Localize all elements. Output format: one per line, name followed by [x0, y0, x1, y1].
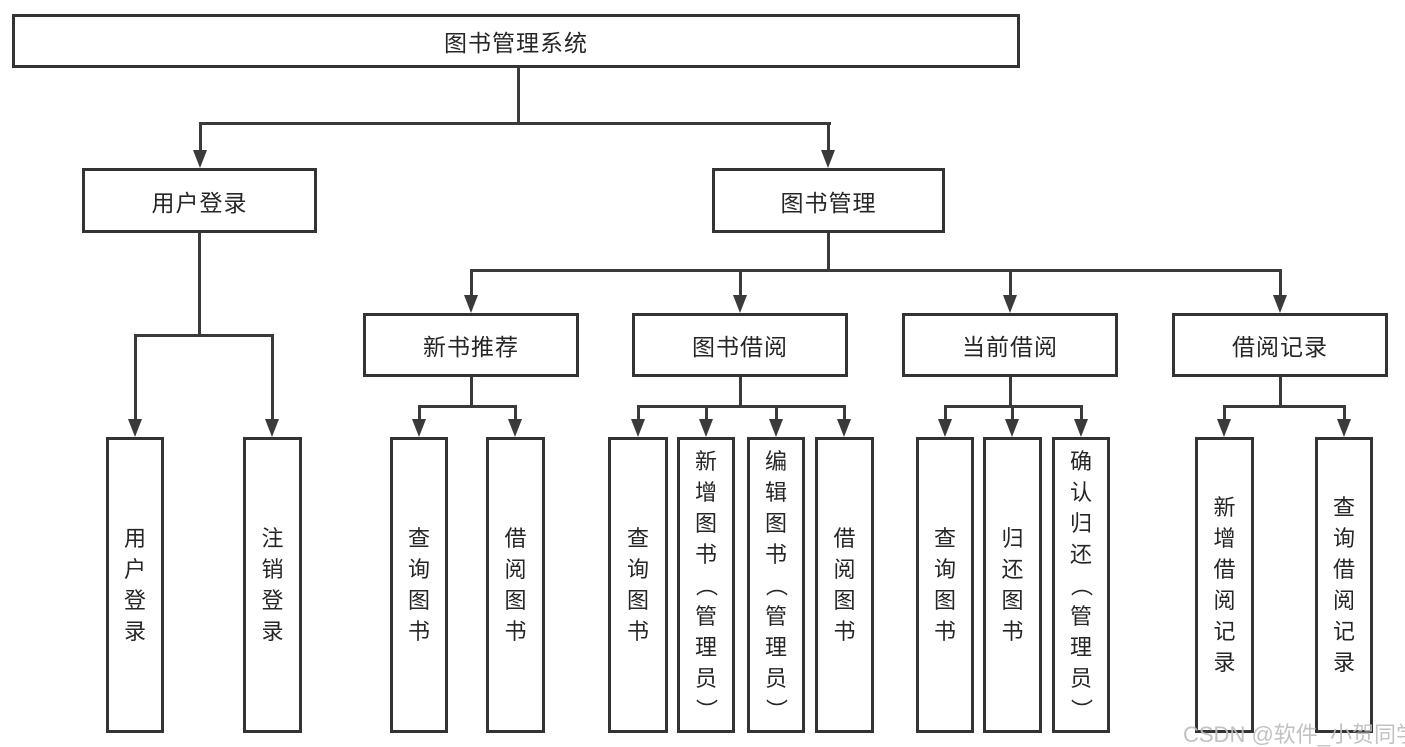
edge-arrowhead — [1005, 419, 1019, 437]
edge-arrowhead — [699, 419, 713, 437]
leaf-current-return-books: 归还图书 — [983, 437, 1042, 733]
edge-arrowhead — [631, 419, 645, 437]
edge-arrowhead — [1003, 295, 1017, 313]
node-book-borrowing: 图书借阅 — [632, 313, 848, 377]
edge-line — [1279, 269, 1282, 297]
node-user-login: 用户登录 — [82, 168, 317, 233]
edge-line — [134, 334, 137, 421]
edge-line — [827, 233, 830, 272]
edge-line — [514, 405, 517, 421]
node-label: 图书借阅 — [692, 334, 788, 360]
node-label: 图书管理系统 — [444, 30, 588, 56]
edge-line — [470, 269, 1282, 272]
edge-line — [1011, 405, 1014, 421]
edge-arrowhead — [193, 150, 207, 168]
edge-arrowhead — [412, 419, 426, 437]
leaf-borrowing-edit-books-admin: 编辑图书（管理员） — [747, 437, 805, 733]
edge-arrowhead — [265, 419, 279, 437]
edge-line — [198, 233, 201, 337]
edge-line — [199, 122, 831, 125]
edge-line — [739, 269, 742, 297]
edge-arrowhead — [1273, 295, 1287, 313]
edge-line — [470, 269, 473, 297]
edge-arrowhead — [938, 419, 952, 437]
node-label: 当前借阅 — [962, 334, 1058, 360]
leaf-user-login: 用户登录 — [106, 437, 164, 733]
edge-line — [637, 405, 846, 408]
edge-line — [1223, 405, 1346, 408]
edge-arrowhead — [1074, 419, 1088, 437]
node-label: 图书管理 — [780, 189, 877, 216]
edge-line — [827, 122, 830, 152]
leaf-records-query-borrow-record: 查询借阅记录 — [1315, 437, 1373, 733]
edge-arrowhead — [464, 295, 478, 313]
edge-line — [1009, 377, 1012, 408]
edge-line — [271, 334, 274, 421]
leaf-records-add-borrow-record: 新增借阅记录 — [1195, 437, 1254, 733]
edge-line — [517, 68, 520, 125]
node-book-management: 图书管理 — [712, 168, 945, 233]
node-current-borrowing: 当前借阅 — [902, 313, 1118, 377]
edge-line — [637, 405, 640, 421]
edge-arrowhead — [1217, 419, 1231, 437]
leaf-newbook-borrow-books: 借阅图书 — [486, 437, 545, 733]
leaf-borrowing-borrow-books: 借阅图书 — [815, 437, 874, 733]
edge-line — [944, 405, 947, 421]
node-new-book-recommend: 新书推荐 — [363, 313, 579, 377]
edge-arrowhead — [769, 419, 783, 437]
edge-line — [843, 405, 846, 421]
leaf-borrowing-query-books: 查询图书 — [608, 437, 668, 733]
leaf-current-confirm-return-admin: 确认归还（管理员） — [1052, 437, 1110, 733]
edge-line — [418, 405, 421, 421]
edge-line — [418, 405, 517, 408]
edge-arrowhead — [821, 150, 835, 168]
edge-arrowhead — [508, 419, 522, 437]
edge-line — [1343, 405, 1346, 421]
edge-line — [134, 334, 274, 337]
edge-line — [739, 377, 742, 408]
edge-line — [1080, 405, 1083, 421]
leaf-logout: 注销登录 — [243, 437, 302, 733]
csdn-watermark: CSDN @软件_小贺同学 — [1183, 722, 1405, 747]
leaf-newbook-query-books: 查询图书 — [390, 437, 448, 733]
edge-line — [705, 405, 708, 421]
node-root-library-system: 图书管理系统 — [12, 14, 1020, 68]
edge-arrowhead — [128, 419, 142, 437]
node-borrow-records: 借阅记录 — [1172, 313, 1388, 377]
node-label: 用户登录 — [151, 189, 248, 216]
leaf-borrowing-add-books-admin: 新增图书（管理员） — [677, 437, 735, 733]
edge-line — [199, 122, 202, 152]
edge-line — [1223, 405, 1226, 421]
edge-arrowhead — [733, 295, 747, 313]
edge-line — [470, 377, 473, 408]
edge-arrowhead — [1337, 419, 1351, 437]
edge-arrowhead — [837, 419, 851, 437]
edge-line — [1009, 269, 1012, 297]
leaf-current-query-books: 查询图书 — [916, 437, 974, 733]
edge-line — [1279, 377, 1282, 408]
edge-line — [775, 405, 778, 421]
node-label: 借阅记录 — [1232, 334, 1328, 360]
node-label: 新书推荐 — [423, 334, 519, 360]
